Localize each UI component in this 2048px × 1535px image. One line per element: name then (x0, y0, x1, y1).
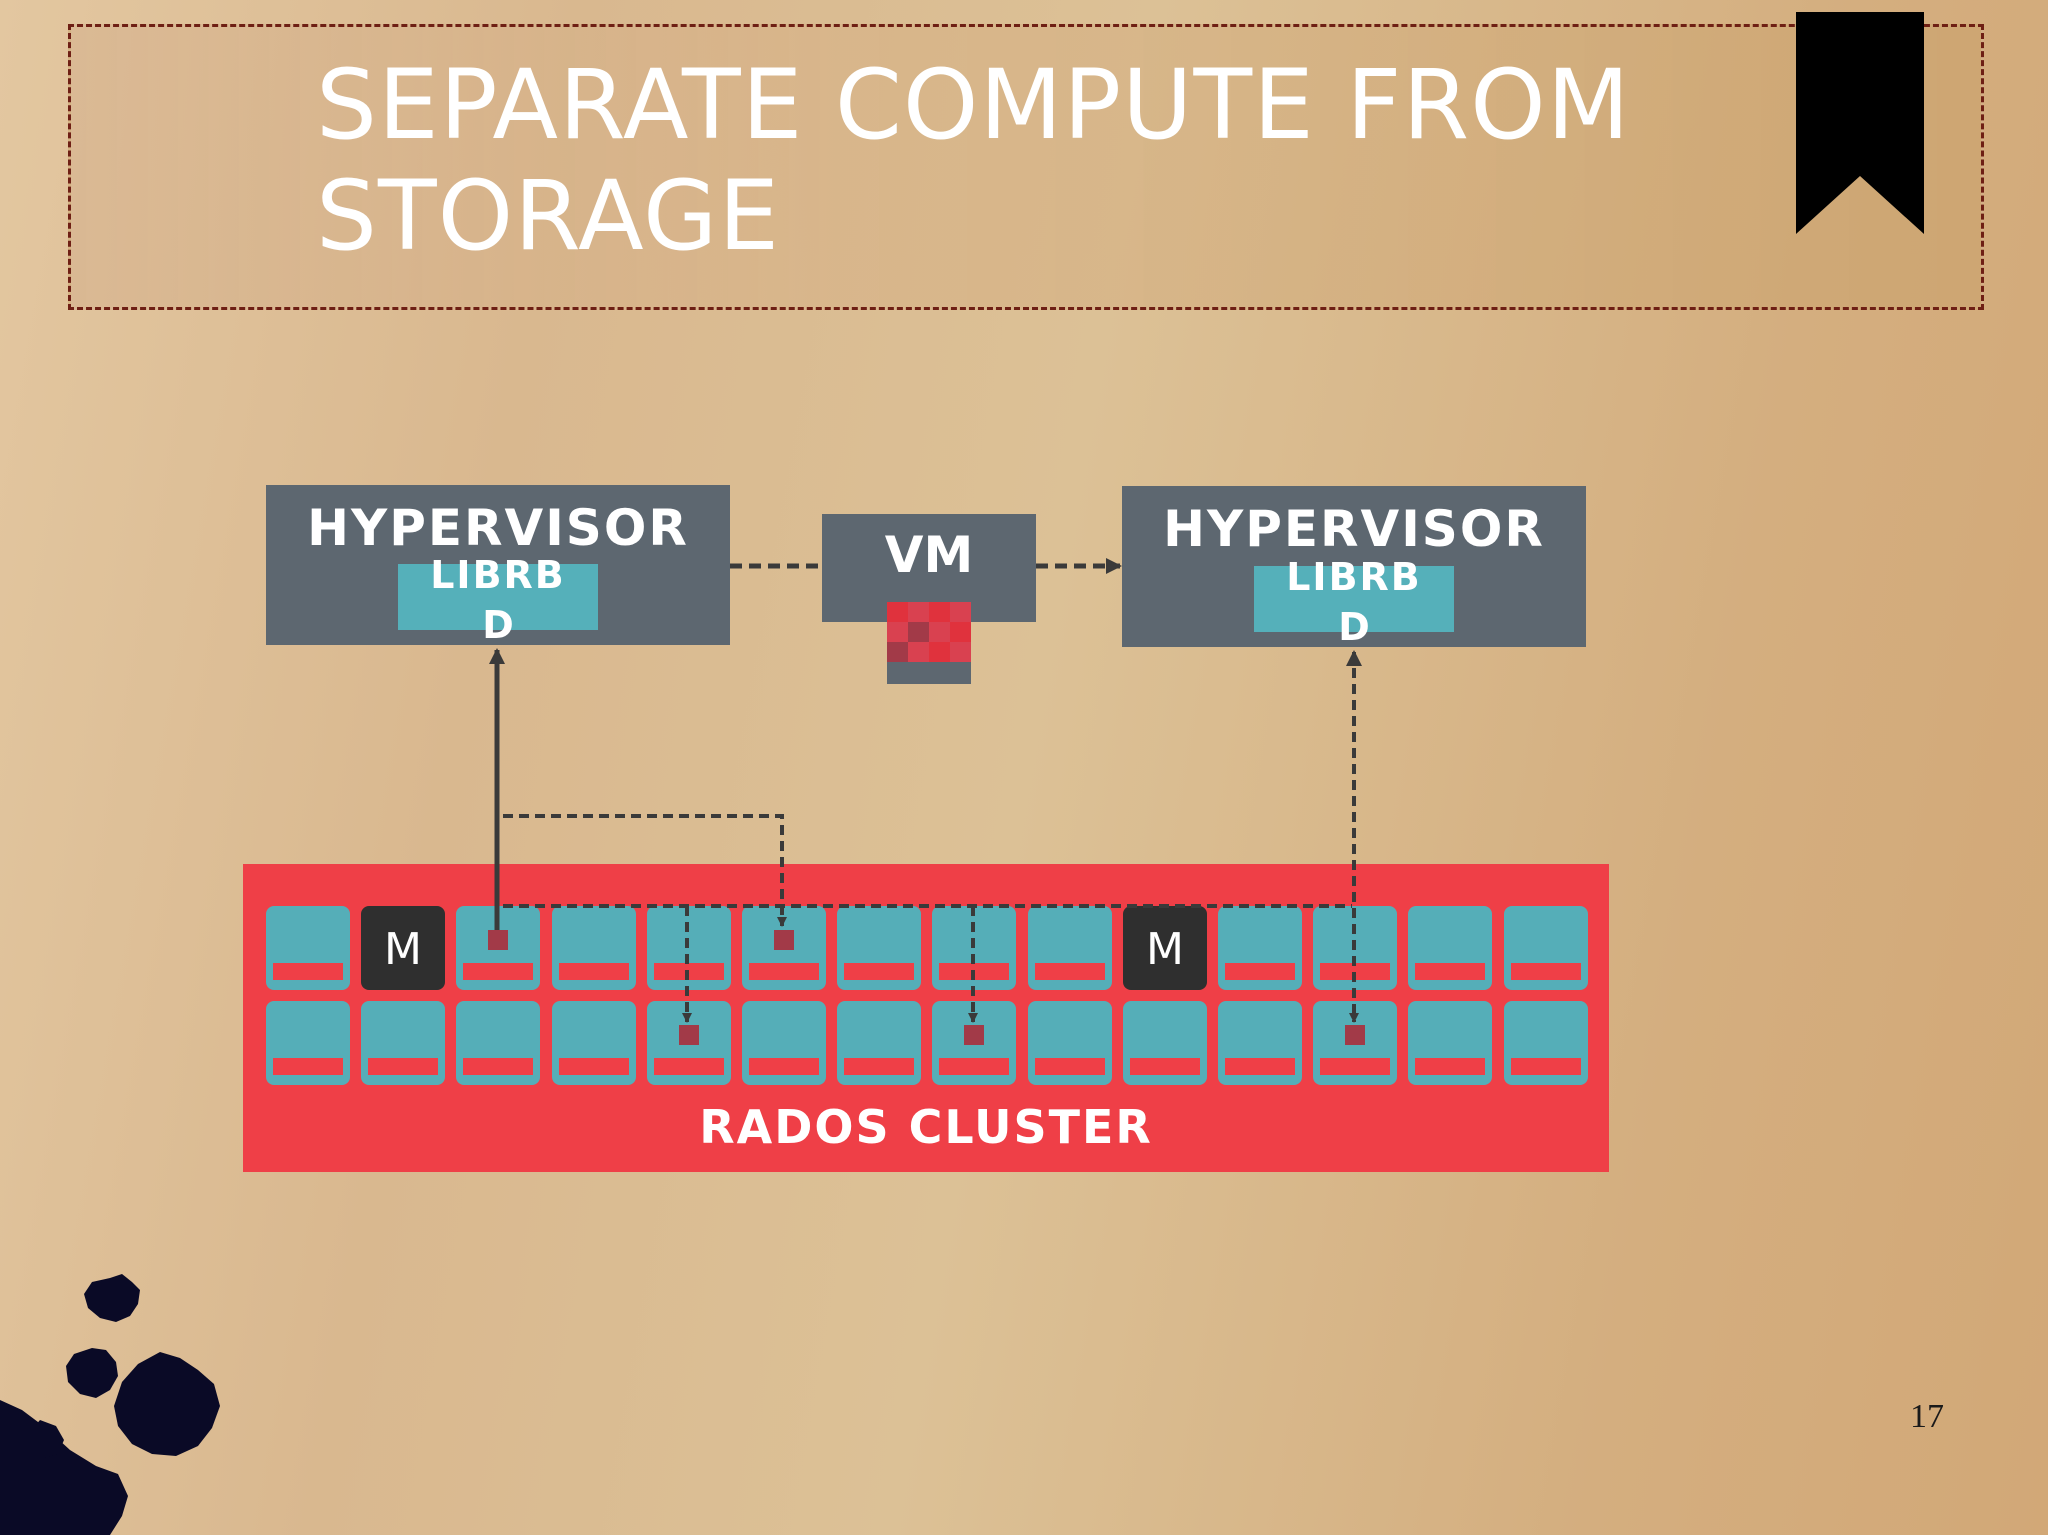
rados-cluster-label: RADOS CLUSTER (699, 1100, 1153, 1154)
monitor-label: M (384, 924, 422, 975)
osd-node (1218, 1001, 1302, 1085)
hypervisor-right: HYPERVISOR LIBRB D (1122, 486, 1586, 649)
title-frame (68, 24, 1984, 310)
osd-node (456, 1001, 540, 1085)
hypervisor-left: HYPERVISOR LIBRB D (266, 485, 730, 647)
osd-node (1408, 1001, 1492, 1085)
librbd-left-label-line2: D (482, 603, 514, 647)
slide-title: SEPARATE COMPUTE FROM STORAGE (316, 49, 1631, 272)
osd-node (837, 1001, 921, 1085)
bookmark-icon (1796, 12, 1924, 234)
osd-node (1504, 906, 1588, 990)
object-block (1345, 1025, 1365, 1045)
monitor-node: M (1123, 906, 1207, 990)
osd-node (266, 906, 350, 990)
librbd-right-label-line1: LIBRB (1286, 555, 1422, 599)
osd-node (456, 906, 540, 990)
monitor-node: M (361, 906, 445, 990)
librbd-right-label-line2: D (1338, 605, 1370, 649)
osd-node (1218, 906, 1302, 990)
osd-node (552, 906, 636, 990)
osd-node (552, 1001, 636, 1085)
osd-node (1123, 1001, 1207, 1085)
object-block (964, 1025, 984, 1045)
vm-label: VM (885, 526, 973, 584)
osd-node (1028, 906, 1112, 990)
osd-node (647, 1001, 731, 1085)
osd-node (932, 1001, 1016, 1085)
osd-node (1504, 1001, 1588, 1085)
ink-splatter-decoration (0, 1274, 220, 1535)
osd-node (266, 1001, 350, 1085)
object-block (774, 930, 794, 950)
librbd-right-box (1254, 566, 1454, 632)
librbd-left-label-line1: LIBRB (430, 553, 566, 597)
object-block (488, 930, 508, 950)
osd-node (1028, 1001, 1112, 1085)
osd-node (1313, 1001, 1397, 1085)
osd-node (742, 906, 826, 990)
osd-node (361, 1001, 445, 1085)
librbd-left-box (398, 564, 598, 630)
object-block (679, 1025, 699, 1045)
osd-node (742, 1001, 826, 1085)
page-number: 17 (1910, 1398, 1944, 1435)
osd-node (1408, 906, 1492, 990)
vm: VM (822, 514, 1036, 684)
data-path-connectors (489, 648, 1362, 1023)
monitor-label: M (1146, 924, 1184, 975)
hypervisor-right-label: HYPERVISOR (1163, 500, 1545, 558)
osd-node (837, 906, 921, 990)
hypervisor-left-label: HYPERVISOR (307, 499, 689, 557)
vm-disk-icon (887, 602, 971, 684)
